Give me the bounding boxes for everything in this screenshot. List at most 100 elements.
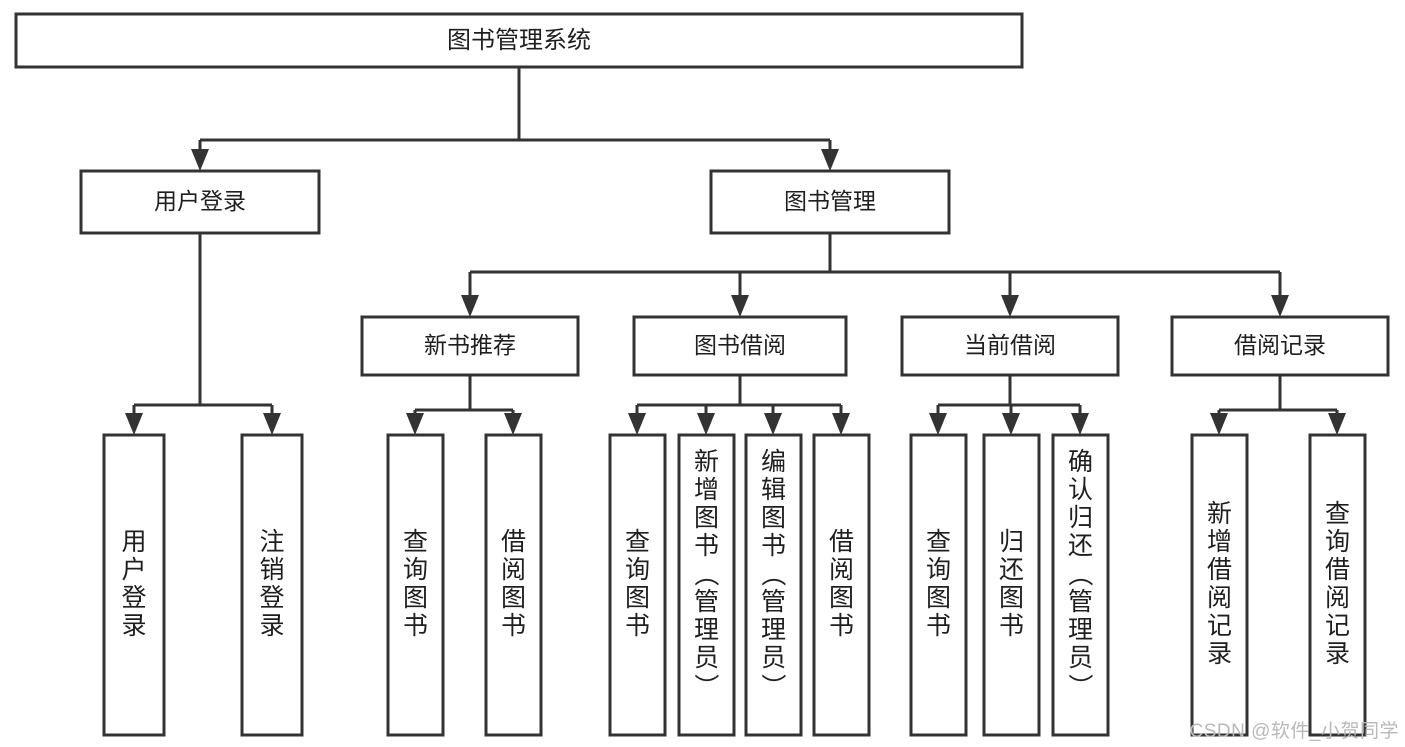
vlabel-char: 图 xyxy=(926,584,951,612)
node-current-borrow[interactable]: 当前借阅 xyxy=(900,315,1120,377)
vlabel-char: 书 xyxy=(829,612,854,640)
node-root-label: 图书管理系统 xyxy=(447,27,591,54)
node-new-book-rec-label: 新书推荐 xyxy=(424,332,516,358)
arrow-head xyxy=(731,295,749,317)
vlabel-char: 图 xyxy=(999,584,1024,612)
vlabel-char: 确 xyxy=(1068,448,1093,476)
arrow-head xyxy=(628,413,646,435)
vlabel-char: 登 xyxy=(121,584,146,612)
vlabel-char: 理 xyxy=(761,616,786,644)
vlabel-char: 询 xyxy=(625,556,650,584)
vlabel-char: 录 xyxy=(121,612,146,640)
node-user-login[interactable]: 用户登录 xyxy=(79,169,321,235)
node-leaf-query-record-box[interactable] xyxy=(1308,433,1367,737)
vlabel-char: 户 xyxy=(121,556,146,584)
node-book-manage-box[interactable] xyxy=(709,169,951,235)
arrow-head xyxy=(125,413,143,435)
vlabel-char: 还 xyxy=(999,556,1024,584)
node-book-manage-label: 图书管理 xyxy=(784,188,876,214)
vlabel-char: 增 xyxy=(1207,528,1232,556)
node-boxes-layer: 图书管理系统用户登录图书管理新书推荐图书借阅当前借阅借阅记录用户登录注销登录查询… xyxy=(14,12,1390,737)
node-leaf-query-book-cur-box[interactable] xyxy=(909,433,968,737)
vlabel-char: 注 xyxy=(259,528,284,556)
vlabel-char: 查 xyxy=(1325,500,1350,528)
node-leaf-user-logout-box[interactable] xyxy=(240,433,304,737)
connector-userlogin-to-leaves xyxy=(132,233,274,415)
vlabel-char: 员 xyxy=(694,644,719,672)
vlabel-char: 归 xyxy=(999,528,1024,556)
node-user-login-label: 用户登录 xyxy=(154,188,246,214)
node-book-manage[interactable]: 图书管理 xyxy=(709,169,951,235)
node-borrow-record[interactable]: 借阅记录 xyxy=(1170,315,1390,377)
arrow-head xyxy=(821,149,839,171)
node-leaf-user-login[interactable]: 用户登录 xyxy=(102,433,166,737)
vlabel-char: 新 xyxy=(1207,500,1232,528)
vlabel-char: 查 xyxy=(926,528,951,556)
vlabel-char: 辑 xyxy=(761,476,786,504)
node-leaf-query-book-borrow-box[interactable] xyxy=(608,433,667,737)
node-leaf-add-record-box[interactable] xyxy=(1190,433,1249,737)
vlabel-char: 员 xyxy=(1068,644,1093,672)
arrow-head xyxy=(929,413,947,435)
connector-bookborrow-to-leaves xyxy=(635,375,843,415)
vlabel-char: 增 xyxy=(694,476,719,504)
node-book-borrow-box[interactable] xyxy=(632,315,848,377)
node-current-borrow-label: 当前借阅 xyxy=(964,332,1056,358)
vlabel-char: 还 xyxy=(1068,532,1093,560)
vlabel-char: ） xyxy=(1066,673,1094,698)
node-leaf-borrow-book-box[interactable] xyxy=(812,433,871,737)
vlabel-char: 管 xyxy=(694,588,719,616)
vlabel-char: 查 xyxy=(625,528,650,556)
vlabel-char: 图 xyxy=(761,504,786,532)
node-user-login-box[interactable] xyxy=(79,169,321,235)
node-book-borrow-label: 图书借阅 xyxy=(694,332,786,358)
node-new-book-rec-box[interactable] xyxy=(360,315,580,377)
vlabel-char: （ xyxy=(692,561,720,586)
vlabel-char: 理 xyxy=(1068,616,1093,644)
vlabel-char: 书 xyxy=(625,612,650,640)
vlabel-char: 书 xyxy=(761,532,786,560)
node-leaf-edit-book-box[interactable] xyxy=(744,433,803,737)
node-root[interactable]: 图书管理系统 xyxy=(14,12,1024,69)
node-leaf-user-login-box[interactable] xyxy=(102,433,166,737)
node-leaf-borrow-book-rec-box[interactable] xyxy=(484,433,543,737)
node-root-box[interactable] xyxy=(14,12,1024,69)
node-leaf-query-book-rec-box[interactable] xyxy=(386,433,445,737)
node-leaf-add-book-box[interactable] xyxy=(677,433,736,737)
vlabel-char: 录 xyxy=(1325,640,1350,668)
node-borrow-record-box[interactable] xyxy=(1170,315,1390,377)
node-new-book-rec[interactable]: 新书推荐 xyxy=(360,315,580,377)
vlabel-char: ） xyxy=(692,673,720,698)
arrow-head xyxy=(191,149,209,171)
node-leaf-return-book-box[interactable] xyxy=(982,433,1041,737)
vlabel-char: 查 xyxy=(403,528,428,556)
vlabel-char: ） xyxy=(759,673,787,698)
vlabel-char: 书 xyxy=(694,532,719,560)
vlabel-char: 阅 xyxy=(1325,584,1350,612)
vlabel-char: 阅 xyxy=(1207,584,1232,612)
vlabel-char: 借 xyxy=(829,528,854,556)
node-current-borrow-box[interactable] xyxy=(900,315,1120,377)
arrow-head xyxy=(1002,413,1020,435)
vlabel-char: 书 xyxy=(999,612,1024,640)
node-leaf-confirm-return-box[interactable] xyxy=(1051,433,1110,737)
connector-root-to-level2 xyxy=(198,67,832,151)
node-book-borrow[interactable]: 图书借阅 xyxy=(632,315,848,377)
